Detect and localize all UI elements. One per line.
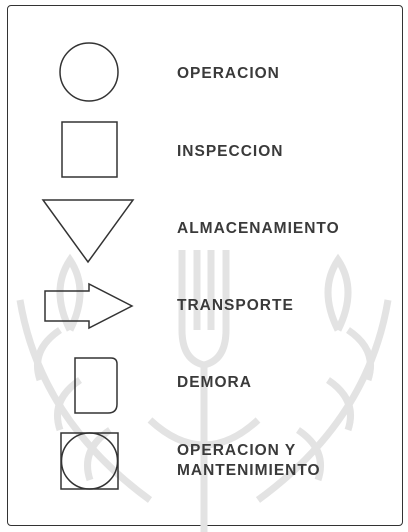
circle-icon <box>59 42 119 102</box>
d-shape-icon <box>74 357 118 414</box>
label-operacion: OPERACION <box>177 65 280 82</box>
label-demora: DEMORA <box>177 374 252 391</box>
square-icon <box>61 121 118 178</box>
label-almacenamiento: ALMACENAMIENTO <box>177 220 340 237</box>
label-operacion-mantenimiento: OPERACION Y MANTENIMIENTO <box>177 442 321 479</box>
circle-in-square-icon <box>60 432 119 490</box>
label-inspeccion: INSPECCION <box>177 143 284 160</box>
triangle-down-icon <box>41 199 135 264</box>
arrow-right-icon <box>44 282 134 330</box>
label-transporte: TRANSPORTE <box>177 297 294 314</box>
